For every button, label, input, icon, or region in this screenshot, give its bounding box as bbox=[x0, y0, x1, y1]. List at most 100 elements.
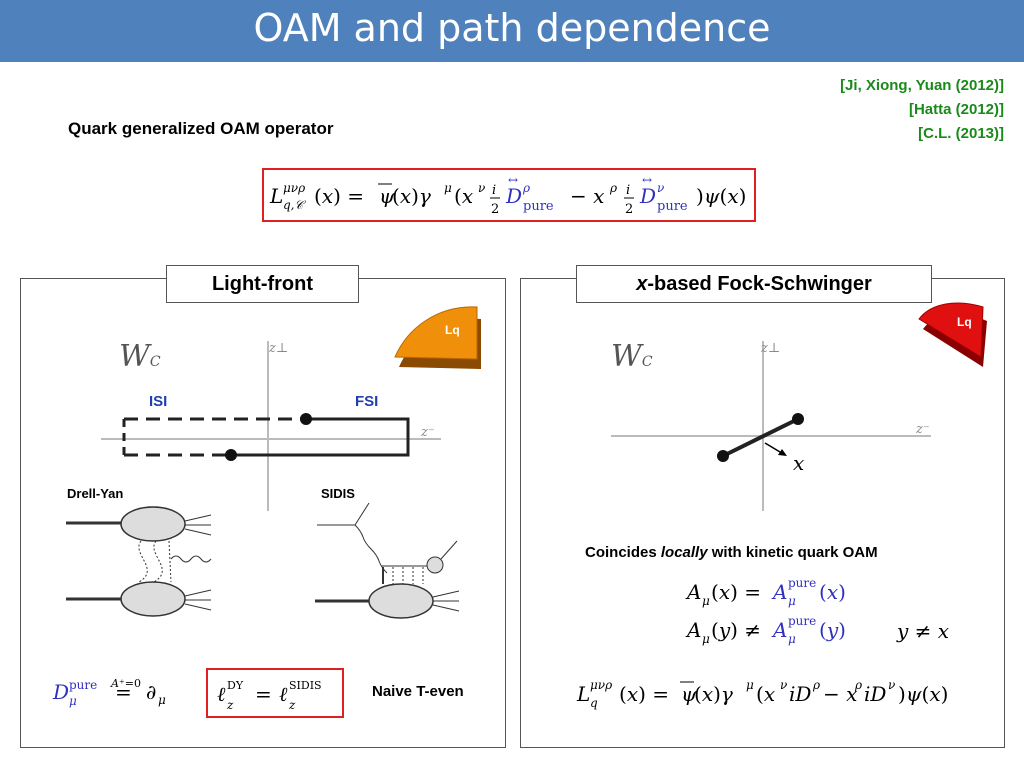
svg-text:ψ: ψ bbox=[681, 682, 697, 706]
svg-text:(x) =: (x) = bbox=[314, 184, 364, 208]
svg-text:μ: μ bbox=[788, 594, 796, 608]
svg-text:q,𝒞: q,𝒞 bbox=[283, 198, 306, 212]
svg-text:(x: (x bbox=[756, 682, 775, 706]
kinetic-oam-equation: L μνρ q (x) = ψ (x)γ μ (x ν iD ρ − x ρ i… bbox=[576, 678, 948, 710]
svg-text:iD: iD bbox=[864, 682, 886, 706]
svg-text:ρ: ρ bbox=[609, 181, 617, 195]
d-pure-equation: D pure μ A⁺=0 = ∂ μ bbox=[52, 677, 166, 708]
svg-text:(y) ≠: (y) ≠ bbox=[711, 618, 761, 642]
dy-sidis-equation: ℓ DY z = ℓ SIDIS z bbox=[217, 679, 322, 712]
drell-yan-diagram bbox=[66, 506, 212, 617]
svg-text:D: D bbox=[639, 184, 656, 208]
light-front-diagram: D pure μ A⁺=0 = ∂ μ ℓ DY z = ℓ SIDIS z bbox=[52, 306, 481, 718]
straight-link bbox=[722, 417, 799, 458]
axis-label-z-minus: z⁻ bbox=[421, 425, 435, 440]
svg-text:DY: DY bbox=[227, 679, 244, 692]
sidis-diagram bbox=[315, 502, 460, 619]
light-front-panel: D pure μ A⁺=0 = ∂ μ ℓ DY z = ℓ SIDIS z L… bbox=[20, 278, 506, 748]
gauge-field-equations: A μ (x) = A pure μ (x) A μ (y) ≠ A pure … bbox=[685, 576, 846, 646]
svg-text:(x)γ: (x)γ bbox=[392, 184, 431, 208]
svg-text:μ: μ bbox=[444, 181, 452, 195]
svg-text:μ: μ bbox=[702, 594, 710, 608]
svg-text:(x) =: (x) = bbox=[711, 580, 761, 604]
svg-text:A: A bbox=[685, 618, 701, 642]
svg-text:D: D bbox=[505, 184, 522, 208]
fsi-label: FSI bbox=[355, 393, 379, 410]
svg-text:ρ: ρ bbox=[812, 678, 820, 692]
reference-cl: [C.L. (2013)] bbox=[918, 125, 1004, 142]
reference-ji: [Ji, Xiong, Yuan (2012)] bbox=[840, 77, 1004, 94]
staple-solid-path bbox=[231, 417, 410, 457]
svg-text:(x): (x) bbox=[819, 580, 846, 604]
svg-text:ℓ: ℓ bbox=[279, 682, 288, 706]
svg-text:∂: ∂ bbox=[146, 680, 156, 704]
svg-text:ℓ: ℓ bbox=[217, 682, 226, 706]
generalized-oam-equation-box: L μνρ q,𝒞 (x) = ψ (x)γ μ (x ν i 2 D ↔ ρ … bbox=[262, 168, 756, 222]
axis-label-z-minus: z⁻ bbox=[916, 422, 930, 437]
svg-text:μ: μ bbox=[746, 678, 754, 692]
svg-text:A⁺=0: A⁺=0 bbox=[110, 677, 141, 690]
lq-badge-label: Lq bbox=[445, 323, 460, 337]
svg-text:μ: μ bbox=[69, 694, 77, 708]
svg-text:(x) =: (x) = bbox=[619, 682, 669, 706]
naive-t-even-label: Naive T-even bbox=[372, 683, 464, 700]
svg-text:ν: ν bbox=[780, 678, 787, 692]
svg-text:)ψ(x): )ψ(x) bbox=[898, 682, 948, 706]
y-neq-x-label: y ≠ x bbox=[897, 619, 950, 643]
svg-text:iD: iD bbox=[789, 682, 811, 706]
svg-text:)ψ(x): )ψ(x) bbox=[696, 184, 746, 208]
lq-badge-label: Lq bbox=[957, 315, 972, 329]
svg-text:D: D bbox=[52, 680, 69, 704]
svg-text:(x: (x bbox=[454, 184, 473, 208]
generalized-oam-equation: L μνρ q,𝒞 (x) = ψ (x)γ μ (x ν i 2 D ↔ ρ … bbox=[269, 173, 746, 217]
svg-text:− x: − x bbox=[823, 682, 857, 706]
svg-text:ρ: ρ bbox=[854, 678, 862, 692]
references: [Ji, Xiong, Yuan (2012)] [Hatta (2012)] … bbox=[840, 74, 1004, 146]
svg-text:μ: μ bbox=[788, 632, 796, 646]
svg-text:− x: − x bbox=[570, 184, 604, 208]
svg-text:q: q bbox=[590, 696, 598, 710]
sidis-label: SIDIS bbox=[321, 486, 355, 501]
fock-schwinger-diagram: A μ (x) = A pure μ (x) A μ (y) ≠ A pure … bbox=[576, 302, 987, 710]
svg-text:μ: μ bbox=[702, 632, 710, 646]
svg-text:i: i bbox=[492, 183, 496, 198]
svg-text:pure: pure bbox=[69, 678, 97, 692]
svg-text:pure: pure bbox=[788, 614, 816, 628]
staple-endpoint-upper bbox=[300, 413, 312, 425]
svg-text:μνρ: μνρ bbox=[283, 181, 305, 195]
svg-text:pure: pure bbox=[788, 576, 816, 590]
svg-text:SIDIS: SIDIS bbox=[289, 679, 322, 692]
axis-label-z-perp: z⊥ bbox=[269, 341, 289, 356]
reference-hatta: [Hatta (2012)] bbox=[908, 101, 1004, 118]
svg-text:pure: pure bbox=[523, 199, 554, 214]
svg-text:i: i bbox=[626, 183, 630, 198]
svg-text:ψ: ψ bbox=[379, 184, 395, 208]
svg-text:L: L bbox=[576, 682, 590, 706]
svg-text:pure: pure bbox=[657, 199, 688, 214]
wilson-line-symbol: WC bbox=[611, 339, 653, 374]
svg-text:A: A bbox=[771, 618, 787, 642]
svg-text:2: 2 bbox=[625, 202, 633, 217]
dy-sidis-box bbox=[206, 668, 344, 718]
svg-text:μνρ: μνρ bbox=[590, 678, 612, 692]
title-bar bbox=[0, 0, 1024, 62]
svg-text:A: A bbox=[771, 580, 787, 604]
svg-text:↔: ↔ bbox=[642, 173, 652, 187]
svg-text:ν: ν bbox=[657, 181, 664, 195]
light-front-label: Light-front bbox=[166, 265, 359, 303]
svg-text:A: A bbox=[685, 580, 701, 604]
isi-label: ISI bbox=[149, 393, 168, 410]
svg-text:2: 2 bbox=[491, 202, 499, 217]
fock-schwinger-panel: A μ (x) = A pure μ (x) A μ (y) ≠ A pure … bbox=[520, 278, 1005, 748]
svg-text:z: z bbox=[288, 698, 296, 712]
position-x-label: x bbox=[793, 451, 805, 475]
staple-endpoint-lower bbox=[225, 449, 237, 461]
axis-label-z-perp: z⊥ bbox=[761, 341, 781, 356]
svg-text:ρ: ρ bbox=[522, 181, 530, 195]
svg-text:(x)γ: (x)γ bbox=[694, 682, 733, 706]
svg-text:ν: ν bbox=[888, 678, 895, 692]
svg-text:↔: ↔ bbox=[508, 173, 518, 187]
svg-text:=: = bbox=[255, 682, 272, 706]
slide-title: OAM and path dependence bbox=[253, 6, 771, 50]
svg-text:(y): (y) bbox=[819, 618, 846, 642]
